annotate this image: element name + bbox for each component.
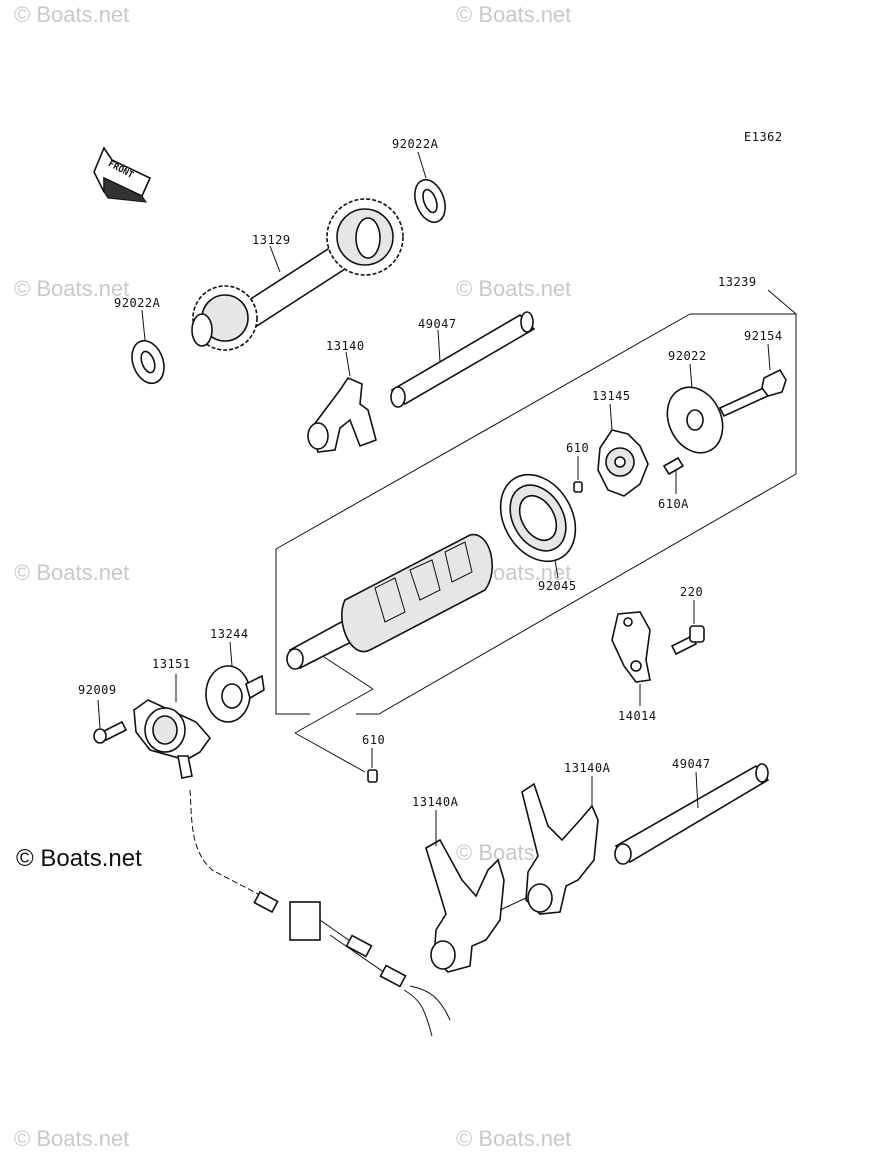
part-label[interactable]: 14014 <box>618 709 657 723</box>
front-arrow-icon: FRONT <box>93 146 152 203</box>
part-label[interactable]: 13140A <box>412 795 459 809</box>
part-label[interactable]: 13145 <box>592 389 631 403</box>
watermark-text: © Boats.net <box>14 1126 129 1151</box>
part-label[interactable]: 13151 <box>152 657 191 671</box>
shaft-13129 <box>191 198 404 351</box>
fork-13140a-right <box>521 776 599 915</box>
pin-610-top <box>573 456 583 493</box>
part-labels: 92022A 13129 92022A 13239 49047 13140 92… <box>78 137 783 809</box>
part-label[interactable]: 49047 <box>672 757 711 771</box>
fork-13140 <box>307 351 377 453</box>
watermark-text: © Boats.net <box>14 2 129 27</box>
shift-drum <box>286 533 493 670</box>
rod-49047-bottom <box>614 763 770 865</box>
rod-49047-top <box>390 311 536 408</box>
copyright-text: © Boats.net <box>16 845 142 872</box>
part-label[interactable]: 92009 <box>78 683 117 697</box>
bolt-92009 <box>93 699 128 744</box>
part-label[interactable]: 610 <box>566 441 589 455</box>
part-label[interactable]: 610 <box>362 733 385 747</box>
plate-14014 <box>611 611 651 706</box>
plate-13145 <box>597 403 649 497</box>
washer-92022 <box>666 363 724 454</box>
watermarks: © Boats.net © Boats.net © Boats.net © Bo… <box>14 2 571 1151</box>
part-label[interactable]: 13140A <box>564 761 611 775</box>
part-label[interactable]: 92154 <box>744 329 783 343</box>
cam-13244 <box>205 641 265 723</box>
part-label[interactable]: 92022A <box>114 296 161 310</box>
wire-harness <box>189 789 451 1037</box>
bolt-92154 <box>718 343 787 418</box>
watermark-text: © Boats.net <box>14 276 129 301</box>
part-label[interactable]: 92045 <box>538 579 577 593</box>
part-label[interactable]: 13140 <box>326 339 365 353</box>
part-label[interactable]: 13129 <box>252 233 291 247</box>
fork-13140a-left <box>425 810 505 973</box>
bearing-92045 <box>499 473 577 579</box>
pin-610-bottom <box>367 748 378 783</box>
watermark-text: © Boats.net <box>456 2 571 27</box>
watermark-text: © Boats.net <box>14 560 129 585</box>
part-label[interactable]: 92022 <box>668 349 707 363</box>
washer-92022a-top <box>414 151 446 224</box>
bolt-220 <box>670 600 705 656</box>
pin-610a <box>662 456 685 494</box>
watermark-text: © Boats.net <box>456 276 571 301</box>
part-label[interactable]: 13244 <box>210 627 249 641</box>
washer-92022a-left <box>131 309 165 385</box>
part-label[interactable]: 49047 <box>418 317 457 331</box>
part-label[interactable]: 220 <box>680 585 703 599</box>
assembly-outline <box>275 289 797 773</box>
part-label[interactable]: 13239 <box>718 275 757 289</box>
watermark-text: © Boats.net <box>456 1126 571 1151</box>
part-label[interactable]: 92022A <box>392 137 439 151</box>
switch-13151 <box>133 674 212 779</box>
diagram-code: E1362 <box>744 130 783 144</box>
part-label[interactable]: 610A <box>658 497 689 511</box>
